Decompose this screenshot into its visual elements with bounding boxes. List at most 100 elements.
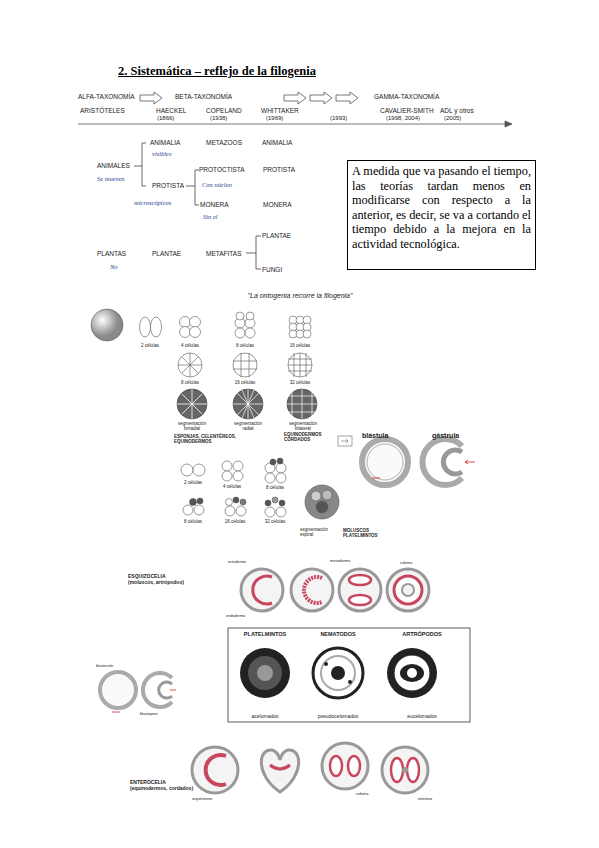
text-label: PLANTAE	[152, 250, 181, 257]
coelom	[349, 575, 371, 585]
cell-lines	[177, 389, 207, 419]
cell	[151, 317, 162, 337]
text-label: segmentación bilateral	[283, 421, 323, 431]
body-plan-column: NEMATODOSpseudocelomados	[303, 630, 373, 720]
bracket	[186, 170, 199, 205]
micromere	[190, 499, 197, 506]
mesoderm	[304, 577, 322, 603]
coelom-pouch	[348, 756, 360, 776]
text-label: celoma	[400, 561, 412, 565]
bracket	[246, 236, 261, 269]
text-label: (1998, 2004)	[386, 115, 420, 122]
cell	[245, 328, 255, 338]
text-label: ESQUIZOCELIA (moluscos, artrópodos)	[128, 574, 192, 586]
cell	[236, 506, 246, 516]
text-label: ESPONJAS, CELENTÉREOS, EQUINODERMOS	[174, 434, 254, 444]
micromere	[233, 497, 239, 503]
text-label: MOLUSCOS PLATELMINTOS	[343, 528, 388, 538]
schizocoely	[241, 569, 429, 611]
text-label: ectodermo	[228, 560, 246, 564]
text-label: gástrula	[432, 432, 459, 440]
column-heading: NEMATODOS	[303, 631, 373, 637]
cell-lines	[287, 389, 317, 419]
text-label: PROTISTA	[152, 182, 184, 189]
text-label: PLANTAS	[97, 250, 126, 257]
embryo-section	[192, 747, 238, 793]
text-label: BETA-TAXONOMÍA	[175, 93, 232, 100]
text-label: 2 células	[141, 343, 159, 348]
micromere	[197, 498, 203, 504]
embryo	[178, 353, 202, 377]
text-label: 8 células	[184, 519, 202, 524]
cell	[194, 505, 204, 515]
timeline	[78, 92, 512, 127]
cell	[322, 490, 332, 500]
text-label: (2005)	[444, 115, 461, 122]
cleavage-radial	[91, 309, 312, 377]
micromere	[272, 497, 278, 503]
text-label: COPELAND	[206, 107, 242, 114]
pseudocoelomate	[313, 648, 363, 698]
note-box: A medida que va pasando el tiempo, las t…	[347, 160, 536, 270]
cell	[276, 463, 286, 473]
blastocoel	[367, 444, 403, 480]
red-arrow	[465, 460, 475, 464]
cell-lines	[178, 353, 202, 377]
text-label: mesodermo	[330, 559, 350, 563]
handwritten-note: visibles	[152, 150, 172, 157]
text-label: ARISTÓTELES	[80, 107, 125, 114]
cell	[183, 505, 193, 515]
blastula	[362, 439, 408, 485]
cell	[140, 317, 151, 337]
mesoderm	[206, 755, 226, 785]
text-label: blástula	[362, 432, 388, 440]
enterocoely	[192, 743, 428, 793]
gut	[331, 666, 345, 680]
mesoderm	[253, 576, 272, 604]
organ	[348, 680, 352, 684]
text-label: PLANTAE	[262, 232, 291, 239]
embryo-section	[322, 743, 368, 789]
text-label: "La ontogenia recorre la filogenia"	[248, 292, 353, 300]
embryo-section	[339, 569, 381, 611]
embryo	[288, 353, 312, 377]
handwritten-note: Con núcleo	[202, 181, 232, 188]
embryo	[233, 389, 263, 419]
text-label: MONERA	[263, 201, 292, 208]
text-label: 32 células	[265, 519, 285, 524]
text-label: WHITTAKER	[261, 107, 299, 114]
text-label: 4 células	[181, 343, 199, 348]
red-arrow	[112, 690, 176, 712]
text-label: ADL y otros	[440, 107, 474, 114]
connector-icon	[341, 439, 348, 443]
connector-icon	[338, 436, 352, 446]
column-heading: ARTRÓPODOS	[377, 631, 467, 637]
blastula-gastrula	[338, 436, 475, 485]
text-label: (1993)	[330, 115, 347, 122]
cell	[180, 327, 191, 338]
text-label: ANIMALES	[97, 162, 130, 169]
text-label: 8 células	[181, 380, 199, 385]
text-label: ANIMALIA	[262, 139, 292, 146]
gastrula	[143, 673, 172, 707]
text-label: 32 células	[290, 380, 310, 385]
handwritten-note: microscópicos	[134, 199, 171, 206]
text-label: segmentación espiral	[300, 527, 336, 537]
micromere	[279, 500, 285, 506]
text-label: HAECKEL	[156, 107, 186, 114]
mesoderm	[270, 765, 290, 769]
body-plan-column: PLATELMINTOSacelomados	[232, 630, 298, 720]
organ	[324, 662, 328, 666]
cell-lines	[233, 353, 257, 377]
text-label: 8 células	[236, 343, 254, 348]
gut	[407, 668, 417, 678]
block-arrow	[140, 92, 162, 104]
text-label: (1969)	[266, 115, 283, 122]
text-label: celoma	[356, 792, 368, 796]
coelom-pouch	[330, 756, 342, 776]
archenteron	[443, 450, 462, 474]
text-label: CAVALIER-SMITH	[380, 107, 434, 114]
cell	[303, 330, 311, 338]
zygote	[91, 309, 123, 341]
